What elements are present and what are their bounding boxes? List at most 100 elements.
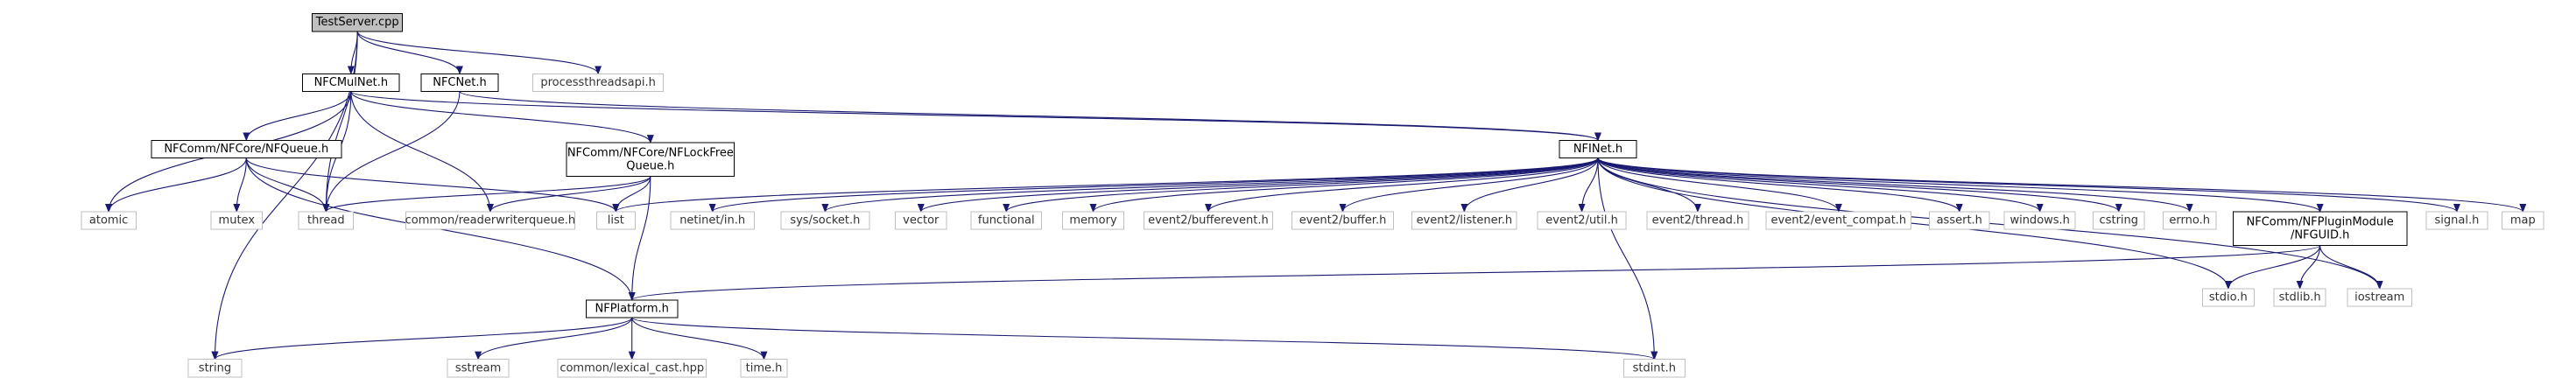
node-time: time.h xyxy=(740,359,788,378)
node-ev_thread-box xyxy=(1646,211,1749,230)
edge-nflockfreequeue-to-readerwriterqueue xyxy=(486,176,651,213)
edge-nfplatform-to-time xyxy=(631,317,768,360)
edge-nfplatform-to-sstream xyxy=(475,317,633,360)
node-stdlib-box xyxy=(2273,288,2326,307)
edge-nfcmulnet-to-nflockfreequeue xyxy=(350,91,654,144)
node-memory: memory xyxy=(1062,211,1124,230)
edge-nfguid-to-nfplatform xyxy=(629,245,2321,301)
node-vector: vector xyxy=(894,211,947,230)
node-nfinet[interactable]: NFINet.h xyxy=(1559,139,1637,159)
node-list-box xyxy=(595,211,636,230)
node-nfcmulnet[interactable]: NFCMulNet.h xyxy=(302,73,400,93)
node-processthreadsapi: processthreadsapi.h xyxy=(532,73,665,93)
node-netinet_in-box xyxy=(670,211,755,230)
node-nfqueue[interactable]: NFComm/NFCore/NFQueue.h xyxy=(151,139,342,159)
node-windows: windows.h xyxy=(2003,211,2076,230)
node-lexical_cast-label-0: common/lexical_cast.hpp xyxy=(560,361,704,374)
node-nfcnet[interactable]: NFCNet.h xyxy=(420,73,499,93)
edge-nfqueue-to-atomic xyxy=(105,158,247,213)
node-time-box xyxy=(740,359,788,378)
node-nfcmulnet-box xyxy=(302,73,400,93)
edge-nfinet-to-memory xyxy=(1089,158,1599,213)
edge-nfcnet-to-thread xyxy=(322,91,461,213)
node-listener: event2/listener.h xyxy=(1411,211,1517,230)
node-sstream-box xyxy=(447,359,510,378)
edge-nfcnet-to-nfinet xyxy=(459,91,1601,142)
node-nfcmulnet-label-0: NFCMulNet.h xyxy=(314,76,389,89)
edge-nfplatform-to-string xyxy=(211,317,633,360)
edge-nfinet-to-listener xyxy=(1460,158,1599,213)
node-mutex-label-0: mutex xyxy=(219,214,256,228)
node-list: list xyxy=(595,211,636,230)
node-memory-box xyxy=(1062,211,1124,230)
edge-nfinet-to-functional xyxy=(1003,158,1599,213)
node-map-box xyxy=(2501,211,2544,230)
node-nfguid-label-1: /NFGUID.h xyxy=(2291,228,2349,242)
node-sys_socket-label-0: sys/socket.h xyxy=(790,214,860,228)
node-atomic: atomic xyxy=(81,211,137,230)
node-iostream: iostream xyxy=(2347,288,2412,307)
node-nfplatform[interactable]: NFPlatform.h xyxy=(585,299,679,318)
edge-nfinet-to-cstring xyxy=(1597,158,2122,213)
node-assert-label-0: assert.h xyxy=(1937,214,1982,228)
node-buffer-box xyxy=(1292,211,1394,230)
node-netinet_in: netinet/in.h xyxy=(670,211,755,230)
node-stdio-label-0: stdio.h xyxy=(2209,291,2248,304)
node-buffer: event2/buffer.h xyxy=(1292,211,1394,230)
node-memory-label-0: memory xyxy=(1069,214,1117,228)
edge-testserver-to-processthreadsapi xyxy=(356,31,602,75)
node-nfcnet-box xyxy=(420,73,499,93)
edge-nfinet-to-vector xyxy=(917,158,1599,213)
node-iostream-label-0: iostream xyxy=(2354,291,2404,304)
node-nfplatform-box xyxy=(585,299,679,318)
node-cstring-box xyxy=(2092,211,2145,230)
node-sys_socket: sys/socket.h xyxy=(780,211,870,230)
node-testserver-label-0: TestServer.cpp xyxy=(315,16,399,29)
node-bufferevent-label-0: event2/bufferevent.h xyxy=(1148,214,1269,228)
edge-nfqueue-to-mutex xyxy=(233,158,247,213)
node-stdint: stdint.h xyxy=(1622,359,1686,378)
node-stdint-label-0: stdint.h xyxy=(1633,361,1676,374)
node-time-label-0: time.h xyxy=(746,361,783,374)
node-listener-box xyxy=(1411,211,1517,230)
edge-testserver-to-nfcnet xyxy=(356,31,463,75)
node-sys_socket-box xyxy=(780,211,870,230)
node-readerwriterqueue-box xyxy=(405,211,575,230)
edge-nfinet-to-errno xyxy=(1597,158,2193,213)
node-util: event2/util.h xyxy=(1537,211,1627,230)
node-event_compat-box xyxy=(1765,211,1912,230)
edge-nfinet-to-assert xyxy=(1597,158,1963,213)
edge-nfinet-to-event_compat xyxy=(1597,158,1842,213)
node-vector-box xyxy=(894,211,947,230)
node-readerwriterqueue: common/readerwriterqueue.h xyxy=(405,211,576,230)
edge-nflockfreequeue-to-nfplatform xyxy=(628,176,651,301)
node-stdio: stdio.h xyxy=(2201,288,2255,307)
edge-nfinet-to-nfguid xyxy=(1597,158,2324,213)
node-atomic-box xyxy=(81,211,137,230)
node-readerwriterqueue-label-0: common/readerwriterqueue.h xyxy=(405,214,576,228)
node-functional-label-0: functional xyxy=(978,214,1035,228)
node-processthreadsapi-box xyxy=(532,73,665,93)
node-testserver-box xyxy=(312,13,404,32)
node-testserver[interactable]: TestServer.cpp xyxy=(312,13,404,32)
node-nfguid-label-0: NFComm/NFPluginModule xyxy=(2247,215,2394,228)
node-stdlib-label-0: stdlib.h xyxy=(2279,291,2321,304)
edge-nfinet-to-netinet_in xyxy=(708,158,1599,213)
node-thread-box xyxy=(298,211,355,230)
node-thread-label-0: thread xyxy=(307,214,345,228)
edge-nfinet-to-map xyxy=(1597,158,2527,213)
node-lexical_cast-box xyxy=(557,359,707,378)
node-sstream: sstream xyxy=(447,359,510,378)
edge-nfinet-to-windows xyxy=(1597,158,2044,213)
edge-nfinet-to-stdio xyxy=(1597,158,2232,290)
node-errno: errno.h xyxy=(2162,211,2217,230)
node-windows-box xyxy=(2003,211,2076,230)
node-sstream-label-0: sstream xyxy=(455,361,501,374)
node-map: map xyxy=(2501,211,2544,230)
node-nfguid[interactable]: NFComm/NFPluginModule/NFGUID.h xyxy=(2232,211,2408,246)
node-processthreadsapi-label-0: processthreadsapi.h xyxy=(540,76,656,89)
